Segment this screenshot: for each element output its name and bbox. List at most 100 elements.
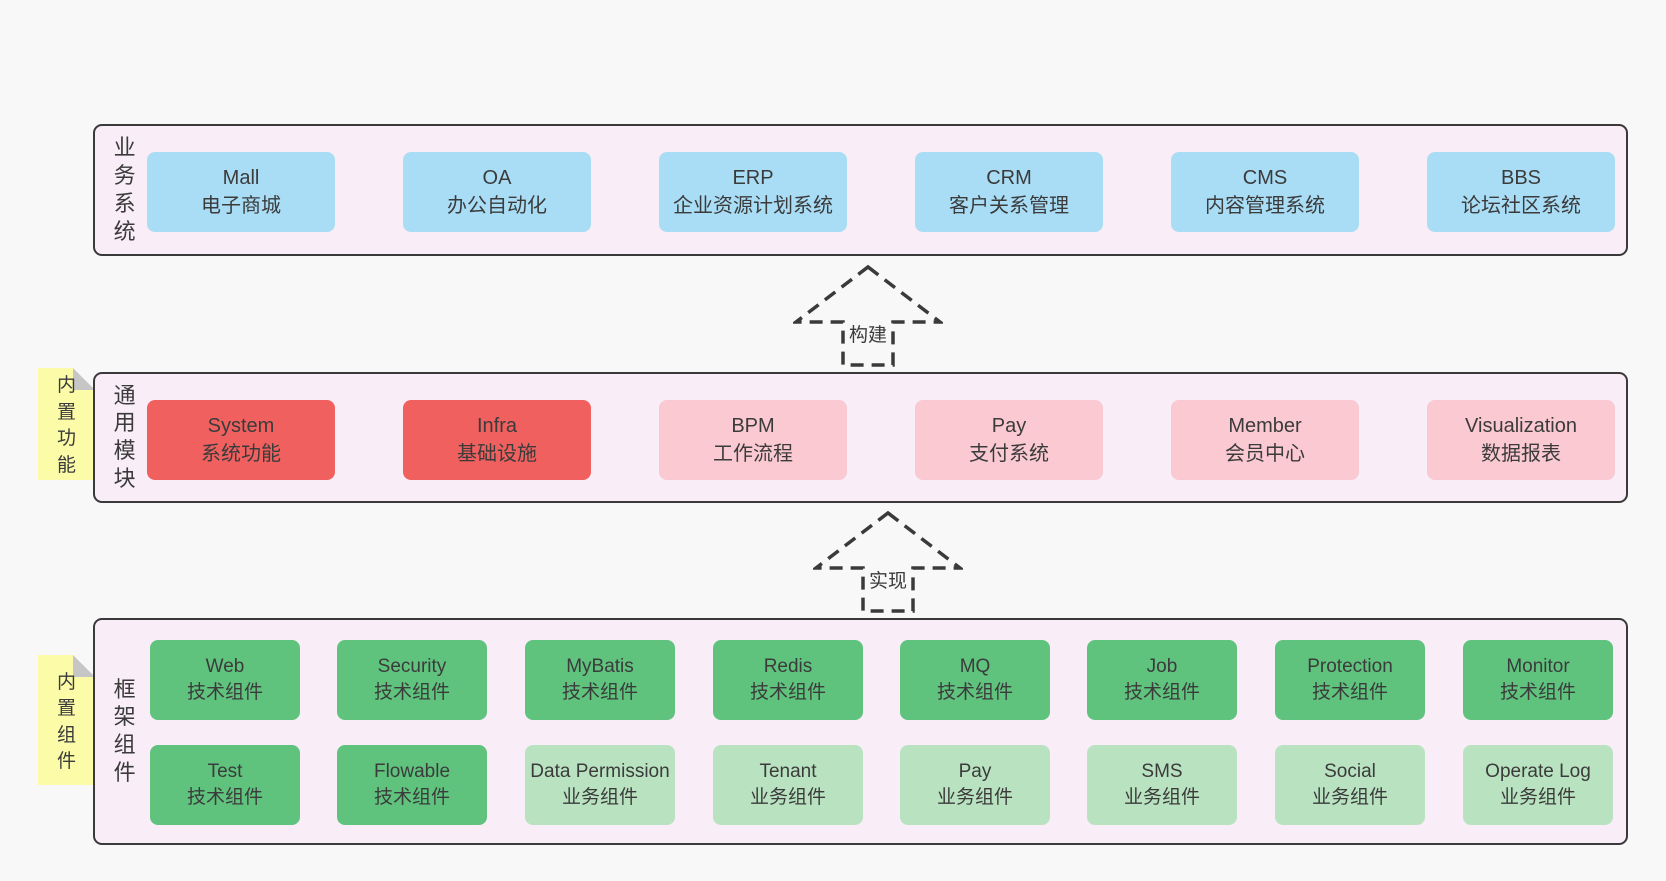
box-subtitle: 论坛社区系统	[1461, 195, 1581, 217]
box-title: Infra	[476, 415, 518, 437]
up-arrow-icon	[793, 264, 943, 367]
box-bbs: BBS 论坛社区系统	[1427, 152, 1615, 232]
box-subtitle: 业务组件	[936, 787, 1013, 808]
box-title: System	[207, 415, 275, 437]
box-subtitle: 技术组件	[373, 787, 450, 808]
box-monitor: Monitor 技术组件	[1463, 640, 1613, 720]
panel-side-label: 框架组件	[113, 676, 136, 786]
sticky-note-label: 内置功能	[56, 375, 76, 476]
box-subtitle: 会员中心	[1225, 443, 1305, 465]
box-subtitle: 数据报表	[1481, 443, 1561, 465]
box-subtitle: 基础设施	[457, 443, 537, 465]
box-flowable: Flowable 技术组件	[337, 745, 487, 825]
box-subtitle: 业务组件	[561, 787, 638, 808]
panel-side-label: 通用模块	[113, 382, 136, 492]
box-title: CRM	[986, 167, 1032, 189]
box-tenant: Tenant 业务组件	[713, 745, 863, 825]
box-oa: OA 办公自动化	[403, 152, 591, 232]
up-arrow-icon	[813, 510, 963, 613]
box-member: Member 会员中心	[1171, 400, 1359, 480]
box-subtitle: 技术组件	[936, 682, 1013, 703]
panel-common-modules: 通用模块 System 系统功能 Infra 基础设施 BPM 工作流程 Pay…	[93, 372, 1628, 503]
box-erp: ERP 企业资源计划系统	[659, 152, 847, 232]
box-title: Tenant	[759, 761, 817, 783]
arrow-label: 实现	[866, 566, 910, 593]
box-operate-log: Operate Log 业务组件	[1463, 745, 1613, 825]
box-title: Web	[205, 656, 245, 678]
box-title: BBS	[1500, 167, 1542, 189]
box-subtitle: 技术组件	[749, 682, 826, 703]
box-subtitle: 技术组件	[1499, 682, 1576, 703]
box-subtitle: 支付系统	[969, 443, 1049, 465]
box-redis: Redis 技术组件	[713, 640, 863, 720]
box-title: Protection	[1307, 656, 1393, 678]
box-subtitle: 技术组件	[186, 787, 263, 808]
arrow-label: 构建	[846, 320, 890, 347]
box-protection: Protection 技术组件	[1275, 640, 1425, 720]
box-pay-component: Pay 业务组件	[900, 745, 1050, 825]
box-title: Monitor	[1506, 656, 1570, 678]
box-bpm: BPM 工作流程	[659, 400, 847, 480]
box-subtitle: 技术组件	[373, 682, 450, 703]
box-mq: MQ 技术组件	[900, 640, 1050, 720]
box-subtitle: 技术组件	[1311, 682, 1388, 703]
box-infra: Infra 基础设施	[403, 400, 591, 480]
box-title: Test	[207, 761, 243, 783]
box-test: Test 技术组件	[150, 745, 300, 825]
box-system: System 系统功能	[147, 400, 335, 480]
box-title: Visualization	[1465, 415, 1577, 437]
box-cms: CMS 内容管理系统	[1171, 152, 1359, 232]
box-subtitle: 业务组件	[1123, 787, 1200, 808]
box-sms: SMS 业务组件	[1087, 745, 1237, 825]
arrow-build: 构建	[793, 264, 943, 368]
box-title: MQ	[959, 656, 991, 678]
box-title: ERP	[732, 167, 774, 189]
box-job: Job 技术组件	[1087, 640, 1237, 720]
box-security: Security 技术组件	[337, 640, 487, 720]
box-title: Member	[1228, 415, 1302, 437]
box-mall: Mall 电子商城	[147, 152, 335, 232]
box-title: Operate Log	[1485, 761, 1591, 783]
panel-side-label: 业务系统	[113, 135, 136, 244]
box-title: Data Permission	[530, 761, 670, 783]
panel-business-systems: 业务系统 Mall 电子商城 OA 办公自动化 ERP 企业资源计划系统 CRM…	[93, 124, 1628, 256]
box-subtitle: 技术组件	[561, 682, 638, 703]
box-subtitle: 业务组件	[749, 787, 826, 808]
arrow-implement: 实现	[813, 510, 963, 614]
box-subtitle: 内容管理系统	[1205, 195, 1325, 217]
box-subtitle: 技术组件	[186, 682, 263, 703]
box-subtitle: 业务组件	[1499, 787, 1576, 808]
box-subtitle: 工作流程	[713, 443, 793, 465]
box-title: Job	[1146, 656, 1178, 678]
box-title: Pay	[991, 415, 1027, 437]
box-subtitle: 技术组件	[1123, 682, 1200, 703]
box-subtitle: 业务组件	[1311, 787, 1388, 808]
box-pay-module: Pay 支付系统	[915, 400, 1103, 480]
sticky-note-label: 内置组件	[56, 671, 76, 773]
box-social: Social 业务组件	[1275, 745, 1425, 825]
box-title: OA	[482, 167, 512, 189]
box-title: SMS	[1141, 761, 1183, 783]
box-mybatis: MyBatis 技术组件	[525, 640, 675, 720]
box-title: Security	[377, 656, 447, 678]
box-data-permission: Data Permission 业务组件	[525, 745, 675, 825]
sticky-note-built-in-components: 内置组件	[38, 655, 95, 785]
box-subtitle: 办公自动化	[447, 195, 547, 217]
box-title: CMS	[1242, 167, 1288, 189]
box-title: Flowable	[373, 761, 451, 783]
sticky-note-built-in-features: 内置功能	[38, 368, 95, 480]
box-title: Mall	[222, 167, 260, 189]
panel-framework-components: 框架组件 Web 技术组件 Security 技术组件 MyBatis 技术组件…	[93, 618, 1628, 845]
box-visualization: Visualization 数据报表	[1427, 400, 1615, 480]
box-subtitle: 电子商城	[201, 195, 281, 217]
box-title: MyBatis	[566, 656, 634, 678]
box-subtitle: 系统功能	[201, 443, 281, 465]
box-subtitle: 客户关系管理	[949, 195, 1069, 217]
box-web: Web 技术组件	[150, 640, 300, 720]
box-title: Social	[1324, 761, 1376, 783]
box-title: Pay	[958, 761, 992, 783]
box-title: Redis	[763, 656, 813, 678]
box-subtitle: 企业资源计划系统	[673, 195, 833, 217]
box-crm: CRM 客户关系管理	[915, 152, 1103, 232]
